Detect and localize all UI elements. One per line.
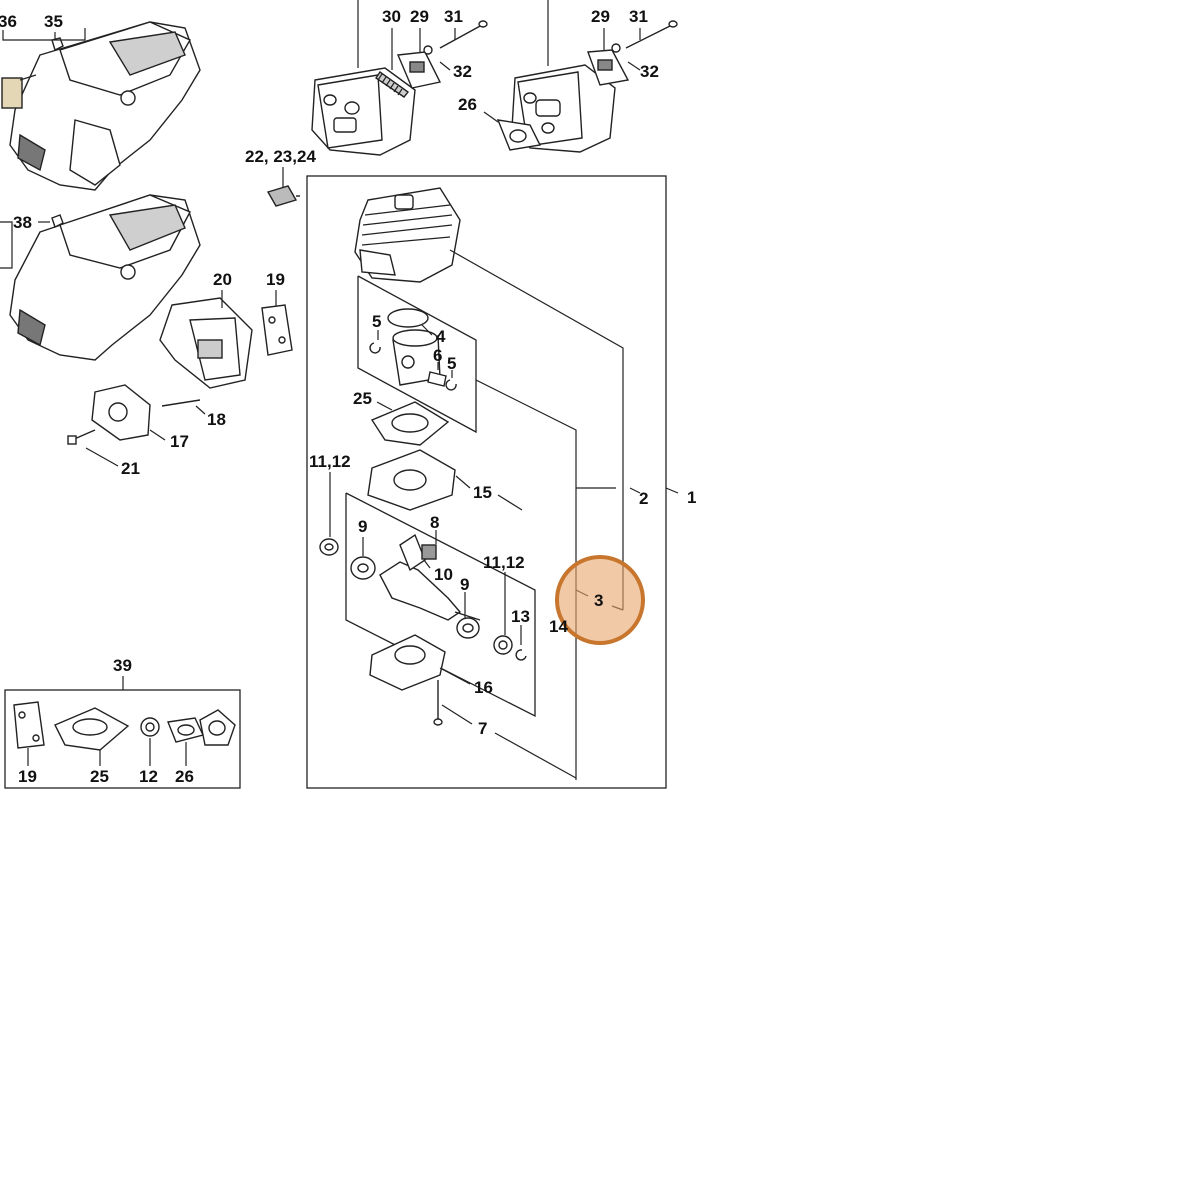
kit-box-1 <box>306 175 667 789</box>
gasket-flange-kit <box>199 709 236 746</box>
gasket-26-top <box>496 119 542 151</box>
callout-19-kit: 19 <box>18 767 37 786</box>
kit-box-crankshaft <box>345 492 536 718</box>
bolt-7 <box>433 680 443 726</box>
needle-bearing-8 <box>421 544 437 560</box>
callout-5-left: 5 <box>372 312 381 331</box>
sensor-22 <box>266 185 300 207</box>
callout-35: 35 <box>44 12 63 31</box>
gasket-19-mid <box>261 304 293 356</box>
callout-32-left: 32 <box>453 62 472 81</box>
clip-5-left <box>369 342 381 354</box>
callout-1: 1 <box>687 488 696 507</box>
crankshaft <box>379 533 481 621</box>
piston <box>392 329 441 386</box>
plate-29-right <box>587 43 630 86</box>
callout-12-kit: 12 <box>139 767 158 786</box>
top-cover-lower <box>9 194 201 361</box>
gasket-19-kit <box>13 701 45 749</box>
callout-31-left: 31 <box>444 7 463 26</box>
cylinder <box>354 187 461 283</box>
spring-30 <box>375 71 410 98</box>
leader-36 <box>2 28 86 41</box>
highlight-circle[interactable] <box>555 555 645 645</box>
callout-29-left: 29 <box>410 7 429 26</box>
plate-29-left <box>396 45 442 89</box>
gasket-26-kit <box>167 717 204 743</box>
callout-30: 30 <box>382 7 401 26</box>
seal-12-kit <box>140 717 160 737</box>
callout-22-23-24: 22, 23,24 <box>245 147 316 166</box>
flange-17 <box>91 384 151 441</box>
bolt-31-right <box>625 20 678 49</box>
callout-11-12-left: 11,12 <box>309 452 351 471</box>
callout-4: 4 <box>436 327 446 346</box>
baffle-20 <box>159 297 253 389</box>
circlip-13 <box>515 649 527 661</box>
bearing-9-left <box>350 556 376 580</box>
callout-31-right: 31 <box>629 7 648 26</box>
callout-10: 10 <box>434 565 453 584</box>
crankcase-16 <box>369 634 446 691</box>
callout-8: 8 <box>430 513 439 532</box>
callout-19-mid: 19 <box>266 270 285 289</box>
callout-17: 17 <box>170 432 189 451</box>
callout-39: 39 <box>113 656 132 675</box>
piston-ring-4 <box>387 308 429 328</box>
callout-21: 21 <box>121 459 140 478</box>
leader-38 <box>0 221 13 269</box>
bolt-31-left <box>439 20 488 49</box>
screw-21 <box>67 429 96 445</box>
callout-7: 7 <box>478 719 487 738</box>
top-cover-upper <box>1 21 201 191</box>
callout-2: 2 <box>639 489 648 508</box>
callout-5-right: 5 <box>447 354 456 373</box>
callout-13: 13 <box>511 607 530 626</box>
kit-box-piston <box>357 275 477 434</box>
muffler-left <box>311 67 416 156</box>
pin-6 <box>427 371 447 387</box>
callout-26-kit: 26 <box>175 767 194 786</box>
callout-29-right: 29 <box>591 7 610 26</box>
callout-9-right: 9 <box>460 575 469 594</box>
seal-11-left <box>319 538 339 556</box>
callout-9-left: 9 <box>358 517 367 536</box>
callout-26-top: 26 <box>458 95 477 114</box>
callout-36: 36 <box>0 12 17 31</box>
callout-16: 16 <box>474 678 493 697</box>
callout-14: 14 <box>549 617 568 636</box>
callout-15: 15 <box>473 483 492 502</box>
callout-3[interactable]: 3 <box>594 591 603 610</box>
callout-25-main: 25 <box>353 389 372 408</box>
bearing-9-right <box>456 617 480 639</box>
callout-18: 18 <box>207 410 226 429</box>
seal-11-right <box>493 635 513 655</box>
callout-6: 6 <box>433 346 442 365</box>
clip-5-right <box>445 379 457 391</box>
crankcase-15 <box>367 449 456 511</box>
gasket-25 <box>370 401 450 446</box>
callout-20: 20 <box>213 270 232 289</box>
callout-25-kit: 25 <box>90 767 109 786</box>
callout-11-12-right: 11,12 <box>483 553 525 572</box>
callout-32-right: 32 <box>640 62 659 81</box>
callout-38: 38 <box>13 213 32 232</box>
bolt-18 <box>161 399 201 407</box>
gasket-25-kit <box>54 707 130 751</box>
